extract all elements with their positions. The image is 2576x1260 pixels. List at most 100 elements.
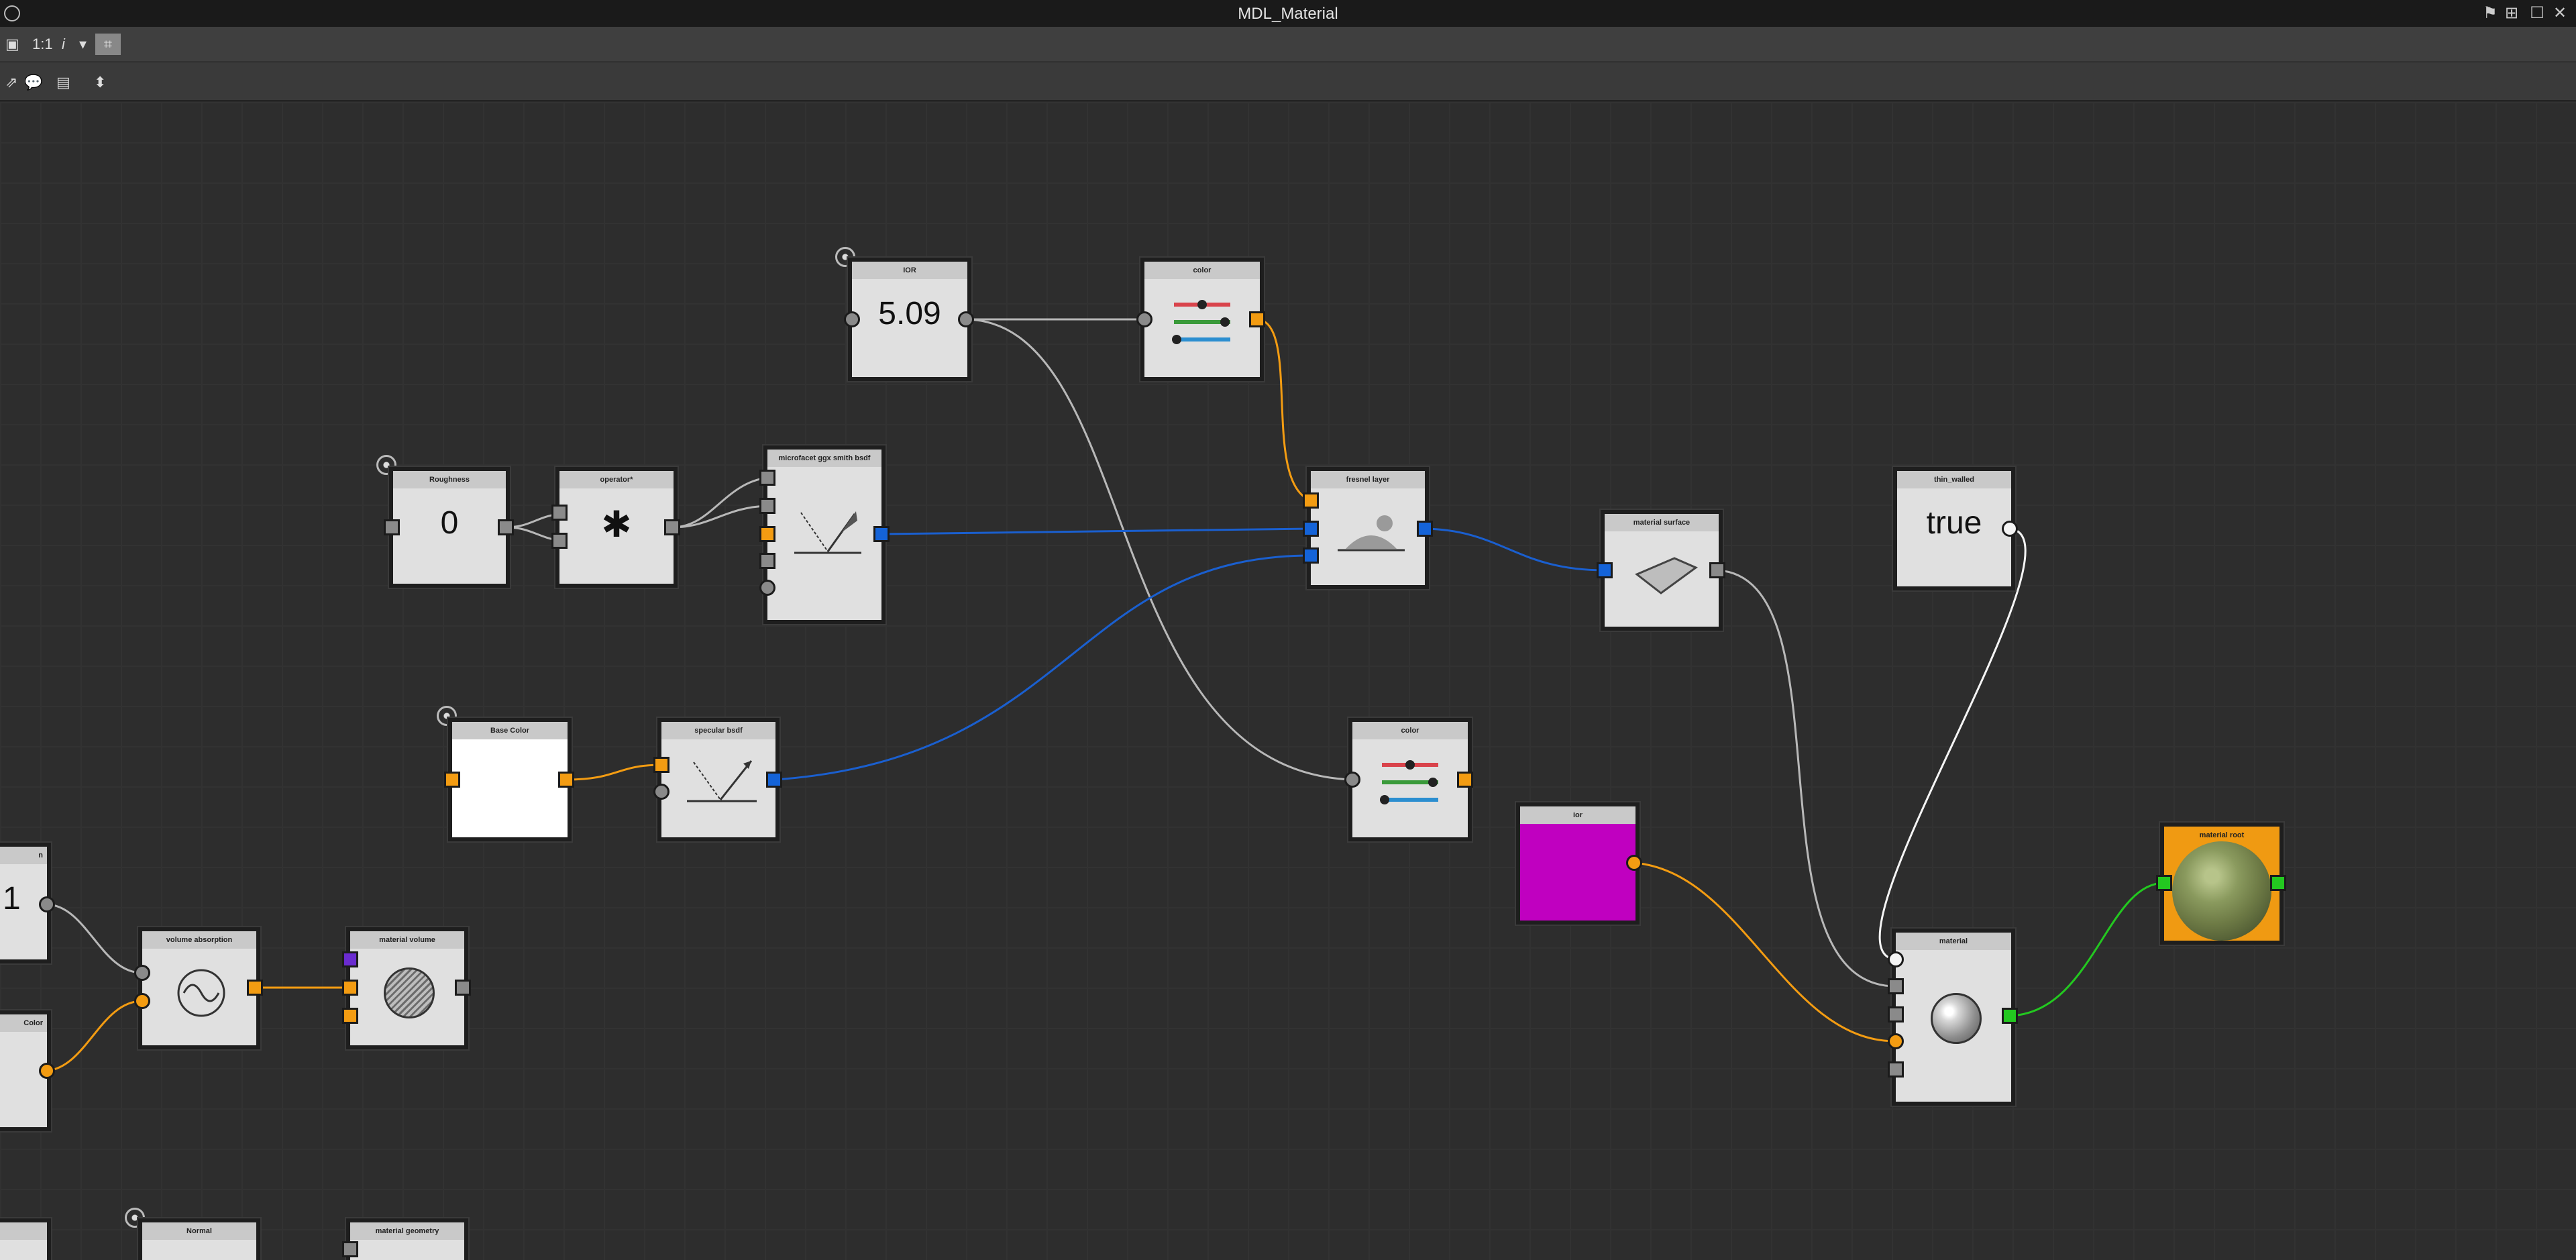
color-swatch[interactable] xyxy=(452,739,568,837)
output-port[interactable] xyxy=(498,519,514,535)
input-port[interactable] xyxy=(759,553,775,569)
input-port[interactable] xyxy=(342,951,358,967)
node-title: Color xyxy=(0,1014,47,1032)
input-port[interactable] xyxy=(342,980,358,996)
output-port[interactable] xyxy=(2270,875,2286,891)
input-port[interactable] xyxy=(844,311,860,327)
input-port[interactable] xyxy=(1344,772,1360,788)
node-base-color[interactable]: Base Color xyxy=(448,718,572,841)
node-color-mid[interactable]: color xyxy=(1348,718,1472,841)
input-port[interactable] xyxy=(342,1008,358,1024)
input-port[interactable] xyxy=(1888,1033,1904,1049)
output-port[interactable] xyxy=(873,526,890,542)
close-icon[interactable]: ✕ xyxy=(2553,4,2567,22)
output-port[interactable] xyxy=(455,980,471,996)
app-icon[interactable] xyxy=(4,5,20,21)
node-title: color xyxy=(1352,722,1468,739)
layout-graph-icon[interactable]: ⌗ xyxy=(95,34,121,55)
output-port[interactable] xyxy=(247,980,263,996)
node-microfacet-ggx[interactable]: microfacet ggx smith bsdf xyxy=(763,445,885,624)
expose-pin-icon[interactable] xyxy=(835,247,855,267)
input-port[interactable] xyxy=(653,784,669,800)
node-thin-walled[interactable]: thin_walled true xyxy=(1893,467,2015,590)
node-value[interactable]: true xyxy=(1926,505,1982,541)
node-ior-color[interactable]: ior xyxy=(1516,802,1640,925)
output-port[interactable] xyxy=(1709,562,1725,578)
chevron-down-icon[interactable]: ▾ xyxy=(79,36,87,52)
comment-icon[interactable]: 💬 xyxy=(24,74,43,91)
node-material-volume[interactable]: material volume xyxy=(346,927,468,1049)
input-port[interactable] xyxy=(551,533,568,549)
input-port[interactable] xyxy=(1136,311,1152,327)
node-title: material geometry xyxy=(350,1222,464,1240)
output-port[interactable] xyxy=(1417,521,1433,537)
node-bottom-left[interactable] xyxy=(0,1218,51,1260)
output-port[interactable] xyxy=(1457,772,1473,788)
input-port[interactable] xyxy=(342,1241,358,1257)
node-title: material volume xyxy=(350,931,464,949)
input-port[interactable] xyxy=(1888,978,1904,994)
input-port[interactable] xyxy=(444,772,460,788)
info-button[interactable]: i xyxy=(62,36,65,52)
input-port[interactable] xyxy=(759,470,775,486)
input-port[interactable] xyxy=(653,757,669,773)
output-port[interactable] xyxy=(1249,311,1265,327)
node-ior[interactable]: IOR 5.09 xyxy=(848,258,971,381)
node-title: operator* xyxy=(559,471,674,488)
input-port[interactable] xyxy=(1303,521,1319,537)
node-graph-canvas[interactable] xyxy=(0,102,2576,1260)
node-value[interactable]: 0 xyxy=(440,505,459,541)
output-port[interactable] xyxy=(1626,855,1642,871)
node-fresnel-layer[interactable]: fresnel layer xyxy=(1307,467,1429,589)
fit-view-icon[interactable]: ▣ xyxy=(5,36,19,52)
node-roughness[interactable]: Roughness 0 xyxy=(389,467,510,588)
zoom-reset-button[interactable]: 1:1 xyxy=(32,36,53,52)
input-port[interactable] xyxy=(2156,875,2172,891)
output-port[interactable] xyxy=(2002,1008,2018,1024)
input-port[interactable] xyxy=(134,965,150,981)
output-port[interactable] xyxy=(558,772,574,788)
output-port[interactable] xyxy=(766,772,782,788)
input-port[interactable] xyxy=(759,498,775,514)
output-port[interactable] xyxy=(39,1063,55,1079)
pin-window-icon[interactable]: ⚑ xyxy=(2483,4,2498,22)
color-sliders-icon xyxy=(1172,300,1230,344)
node-volume-absorption[interactable]: volume absorption xyxy=(138,927,260,1049)
input-port[interactable] xyxy=(759,580,775,596)
input-port[interactable] xyxy=(1888,951,1904,967)
node-title: color xyxy=(1144,262,1260,279)
input-port[interactable] xyxy=(759,526,775,542)
node-title: ior xyxy=(1520,806,1635,824)
node-material-geometry[interactable]: material geometry xyxy=(346,1218,468,1260)
pin-icon[interactable]: ⬍ xyxy=(94,74,107,91)
output-port[interactable] xyxy=(39,896,55,912)
input-port[interactable] xyxy=(1303,492,1319,509)
output-port[interactable] xyxy=(958,311,974,327)
node-material[interactable]: material xyxy=(1892,929,2015,1106)
input-port[interactable] xyxy=(1888,1006,1904,1022)
tile-window-icon[interactable]: ⊞ xyxy=(2504,4,2519,22)
node-operator[interactable]: operator* ✱ xyxy=(555,467,678,588)
color-swatch[interactable] xyxy=(1520,824,1635,921)
input-port[interactable] xyxy=(551,505,568,521)
maximize-icon[interactable]: ☐ xyxy=(2530,4,2544,22)
node-normal[interactable]: Normal xyxy=(138,1218,260,1260)
node-value[interactable]: 1 xyxy=(3,881,21,916)
input-port[interactable] xyxy=(1597,562,1613,578)
external-link-icon[interactable]: ⇗ xyxy=(5,74,18,91)
node-title: specular bsdf xyxy=(661,722,775,739)
input-port[interactable] xyxy=(384,519,400,535)
node-title: n xyxy=(0,847,47,864)
node-specular-bsdf[interactable]: specular bsdf xyxy=(657,718,780,841)
input-port[interactable] xyxy=(134,993,150,1009)
node-value[interactable]: 5.09 xyxy=(878,296,941,331)
expose-pin-icon[interactable] xyxy=(437,706,457,726)
input-port[interactable] xyxy=(1303,547,1319,564)
node-material-root[interactable]: material root xyxy=(2160,823,2284,945)
frame-icon[interactable]: ▤ xyxy=(56,74,70,91)
node-color-top[interactable]: color xyxy=(1140,258,1264,381)
output-port[interactable] xyxy=(2002,521,2018,537)
output-port[interactable] xyxy=(664,519,680,535)
node-material-surface[interactable]: material surface xyxy=(1601,510,1723,631)
input-port[interactable] xyxy=(1888,1061,1904,1078)
